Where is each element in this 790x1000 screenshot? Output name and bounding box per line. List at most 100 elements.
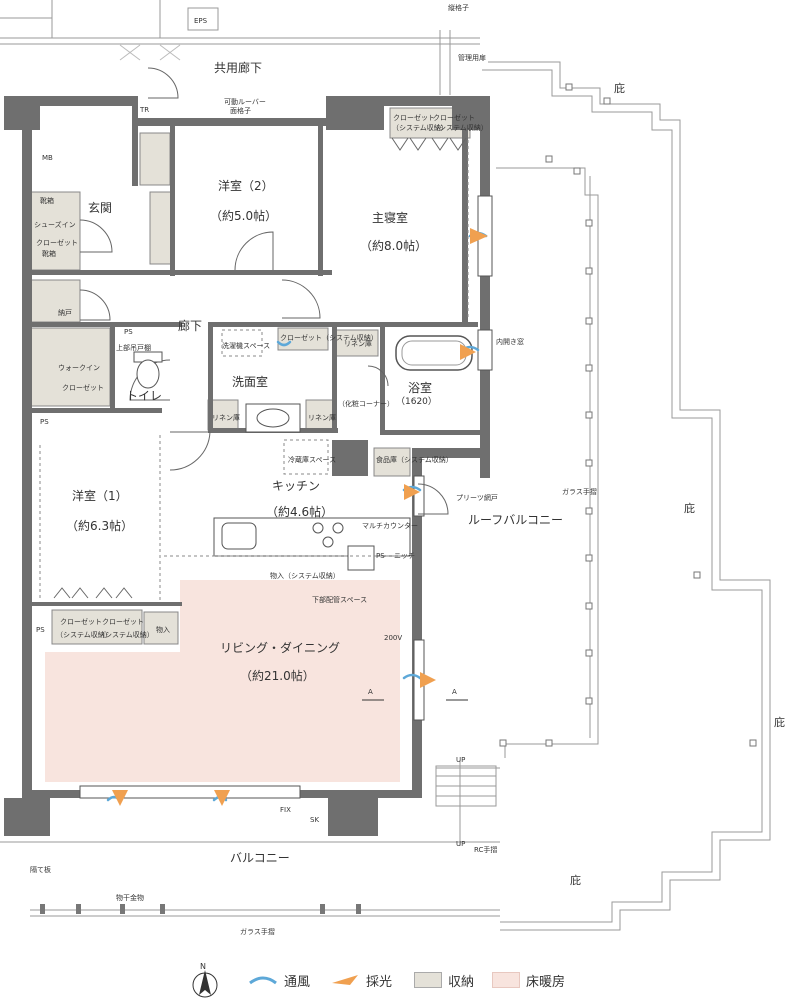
legend-storage-label: 収納 xyxy=(448,974,475,990)
legend-light-label: 採光 xyxy=(366,974,393,990)
storage-ld-label: 物入 xyxy=(156,625,170,634)
glass-rail-right-label: ガラス手摺 xyxy=(562,487,597,496)
inner-door-label: 内開き窓 xyxy=(496,337,524,346)
lattice-label: 縦格子 xyxy=(448,3,469,12)
linen-label-1: リネン庫 xyxy=(344,339,372,348)
ps-label-2: PS xyxy=(40,418,49,426)
management-door-label: 管理用扉 xyxy=(458,53,486,62)
multi-counter-label: マルチカウンター xyxy=(362,521,418,530)
legend-storage: 収納 xyxy=(414,968,474,992)
washroom-label: 洗面室 xyxy=(232,374,268,389)
closet-ld-label-1: クローゼット xyxy=(60,617,102,626)
roof-balcony-label: ルーフバルコニー xyxy=(468,513,563,527)
closet-doors xyxy=(53,137,467,599)
corridor-top-lines xyxy=(0,0,480,95)
master-bedroom-size: （約8.0帖） xyxy=(360,238,427,253)
bathroom-label: 浴室 xyxy=(408,380,432,395)
eaves-label-right: 庇 xyxy=(684,501,695,515)
hatch-marks xyxy=(119,44,181,61)
legend-wind-label: 通風 xyxy=(284,974,311,990)
linen-label-2: リネン庫 xyxy=(212,413,240,422)
drying-rack-label: 物干金物 xyxy=(116,893,144,902)
shoe-box-label-2: 靴箱 xyxy=(42,249,56,258)
glass-rail-posts xyxy=(499,83,757,747)
north-compass-icon xyxy=(192,970,218,998)
pleated-screen-label: プリーツ網戸 xyxy=(456,493,498,502)
balcony-lines xyxy=(0,760,500,917)
toilet-fixture xyxy=(133,351,163,389)
ps-label-1: PS xyxy=(124,328,133,336)
legend-north-label: N xyxy=(200,962,206,971)
common-corridor-label: 共用廊下 xyxy=(214,60,262,75)
storage-swatch xyxy=(414,972,442,988)
eps-label: EPS xyxy=(194,17,208,25)
eaves-label-bottom: 庇 xyxy=(570,873,581,887)
legend-floor-heating: 床暖房 xyxy=(492,968,565,992)
rc-rail-label: RC手摺 xyxy=(474,845,497,854)
kitchen-counter xyxy=(213,517,411,571)
western-room-2-label: 洋室（2） xyxy=(218,178,274,193)
ps-kitchen-label: PS xyxy=(376,552,385,560)
closet-ld-label-2: クローゼット xyxy=(102,617,144,626)
living-dining-label: リビング・ダイニング xyxy=(220,640,340,655)
volt-label: 200V xyxy=(384,634,402,642)
louver-lattice-label: 面格子 xyxy=(230,106,251,115)
fix-label: FIX xyxy=(280,806,291,814)
ps-ld-label: PS xyxy=(36,626,45,634)
master-bedroom-label: 主寝室 xyxy=(372,210,408,225)
drying-rack-posts xyxy=(40,904,361,914)
light-icon xyxy=(332,975,358,985)
roof-outline xyxy=(482,61,771,931)
shoe-box-label-1: 靴箱 xyxy=(40,196,54,205)
dashed-zones xyxy=(39,140,469,600)
linen-label-3: リネン庫 xyxy=(308,413,336,422)
washer-space-label: 洗濯機スペース xyxy=(222,341,270,350)
kitchen-label: キッチン xyxy=(272,479,320,493)
closet-ld-system-2: （システム収納） xyxy=(98,630,154,639)
storage-room-label: 納戸 xyxy=(58,308,72,317)
living-dining-size: （約21.0帖） xyxy=(240,668,315,683)
glass-rail-bottom-label: ガラス手摺 xyxy=(240,927,275,936)
pipe-space-label: 下部配管スペース xyxy=(312,595,367,604)
closet-system-washroom: クローゼット（システム収納） xyxy=(280,333,378,342)
closet-label-2: クローゼット xyxy=(433,113,475,122)
mb-label: MB xyxy=(42,154,53,162)
western-room-1-size: （約6.3帖） xyxy=(66,518,133,533)
floor-heating-area xyxy=(45,580,400,782)
storage-areas xyxy=(29,107,471,645)
closet-system-1: （システム収納） xyxy=(392,123,448,132)
balcony-label: バルコニー xyxy=(230,851,290,865)
section-a-left: A xyxy=(368,688,373,696)
legend-wind: 通風 xyxy=(248,968,310,992)
vanity-label: （化粧コーナー） xyxy=(338,399,394,408)
closet-entrance-label: クローゼット xyxy=(36,238,78,247)
legend-light: 採光 xyxy=(330,968,392,992)
western-room-1-label: 洋室（1） xyxy=(72,488,128,503)
entrance-label: 玄関 xyxy=(88,200,112,215)
upper-cabinet-label: 上部吊戸棚 xyxy=(116,343,151,352)
niche-label: ニッチ xyxy=(394,552,415,560)
walk-in-label-1: ウォークイン xyxy=(58,364,100,372)
sk-label: SK xyxy=(310,816,319,824)
western-room-2-size: （約5.0帖） xyxy=(210,208,277,223)
floor-heating-swatch xyxy=(492,972,520,988)
eaves-label-top: 庇 xyxy=(614,81,625,95)
legend-floor-heating-label: 床暖房 xyxy=(526,974,566,990)
pantry-label: 食品庫（システム収納） xyxy=(376,455,453,464)
kitchen-size: （約4.6帖） xyxy=(266,504,333,519)
walk-in-label-2: クローゼット xyxy=(62,383,104,392)
toilet-label: トイレ xyxy=(126,389,162,403)
up-label-2: UP xyxy=(456,840,465,848)
section-a-right: A xyxy=(452,688,457,696)
fridge-space-label: 冷蔵庫スペース xyxy=(288,455,336,464)
shoe-in-label: シューズイン xyxy=(34,220,76,229)
eaves-label-right-outer: 庇 xyxy=(774,715,785,729)
closet-ld-system-1: （システム収納） xyxy=(56,630,112,639)
closet-system-2: （システム収納） xyxy=(432,123,488,132)
tr-label: TR xyxy=(139,106,149,114)
movable-louver-label: 可動ルーバー xyxy=(224,97,266,106)
wind-icon xyxy=(249,976,277,985)
closet-label-1: クローゼット xyxy=(393,113,435,122)
storage-system-label: 物入（システム収納） xyxy=(270,571,340,580)
